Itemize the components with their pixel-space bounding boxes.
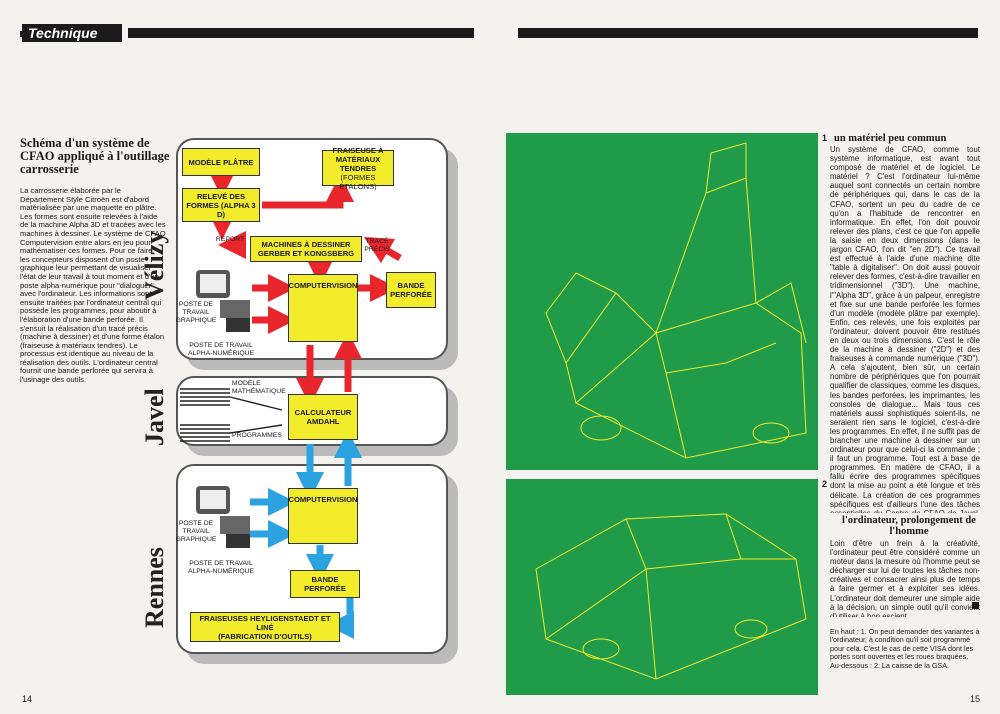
- box-computervision-rennes: COMPUTERVISION: [288, 488, 358, 544]
- section-title-materiel: un matériel peu commun: [834, 133, 947, 144]
- label-trace: TRACÉ PRÉCIS: [364, 238, 390, 253]
- box-fraiseuse: FRAISEUSE À MATÉRIAUX TENDRES (FORMES ÉT…: [322, 146, 394, 191]
- box-fraiseuses-rennes-sub: (FABRICATION D'OUTILS): [218, 631, 312, 641]
- page-title: Schéma d'un système de CFAO appliqué à l…: [20, 136, 170, 176]
- end-mark: [972, 602, 979, 609]
- section-tag: Technique: [22, 24, 122, 42]
- box-modele-platre: MODÈLE PLÂTRE: [182, 148, 260, 176]
- box-bande-perforee-velizy: BANDE PERFORÉE: [386, 272, 436, 308]
- label-programmes: PROGRAMMES: [232, 432, 282, 439]
- figure-2-number: 2: [822, 479, 828, 489]
- figure-caption: En haut : 1. On peut demander des varian…: [830, 627, 980, 670]
- label-report: REPORT: [215, 236, 245, 243]
- label-poste-alpha-velizy: POSTE DE TRAVAIL ALPHA-NUMÉRIQUE: [187, 342, 255, 357]
- box-machines-dessiner: MACHINES À DESSINER GERBER ET KONGSBERG: [250, 236, 362, 262]
- box-fraiseuses-rennes: FRAISEUSES HEYLIGENSTAEDT ET LINÉ (FABRI…: [190, 612, 340, 642]
- terminal-icon-velizy: [196, 270, 250, 332]
- header-rule-left: [128, 28, 474, 38]
- section-title-ordinateur: l'ordinateur, prolongement de l'homme: [842, 515, 976, 537]
- label-poste-graphique-rennes: POSTE DE TRAVAIL GRAPHIQUE: [175, 520, 217, 543]
- section-body-ordinateur: Loin d'être un frein à la créativité, l'…: [830, 539, 980, 617]
- terminal-icon-rennes: [196, 486, 250, 548]
- arrow-bande2-fraiseuses: [326, 598, 354, 639]
- page-number-left: 14: [22, 694, 33, 704]
- page-number-right: 15: [970, 694, 981, 704]
- box-fraiseuse-sub: (FORMES ÉTALONS): [339, 172, 377, 191]
- car-wireframe-icon: [545, 142, 807, 459]
- section-body-materiel: Un système de CFAO, comme tout système i…: [830, 145, 980, 513]
- figure-1-visa-wireframe: [506, 133, 818, 470]
- car-body-wireframe-icon: [535, 513, 807, 680]
- box-bande-perforee-rennes: BANDE PERFORÉE: [290, 570, 360, 598]
- label-modele-math: MODÈLE MATHÉMATIQUE: [232, 380, 286, 395]
- box-fraiseuses-rennes-title: FRAISEUSES HEYLIGENSTAEDT ET LINÉ: [199, 613, 331, 632]
- arrow-trace: [363, 236, 402, 264]
- label-poste-alpha-rennes: POSTE DE TRAVAIL ALPHA-NUMÉRIQUE: [187, 560, 255, 575]
- header-rule-right: [518, 28, 978, 38]
- box-fraiseuse-title: FRAISEUSE À MATÉRIAUX TENDRES: [332, 145, 384, 173]
- label-poste-graphique-velizy: POSTE DE TRAVAIL GRAPHIQUE: [175, 301, 217, 324]
- box-computervision-velizy: COMPUTERVISION: [288, 274, 358, 342]
- box-releve-formes: RELEVÉ DES FORMES (ALPHA 3 D): [182, 188, 260, 222]
- figure-2-gsa-wireframe: [506, 479, 818, 695]
- figure-1-number: 1: [822, 133, 828, 143]
- arrow-releve-to-fraiseuse: [262, 174, 354, 209]
- box-calculateur: CALCULATEUR AMDAHL: [288, 394, 358, 440]
- intro-text: La carrosserie élaborée par le Départeme…: [20, 186, 166, 385]
